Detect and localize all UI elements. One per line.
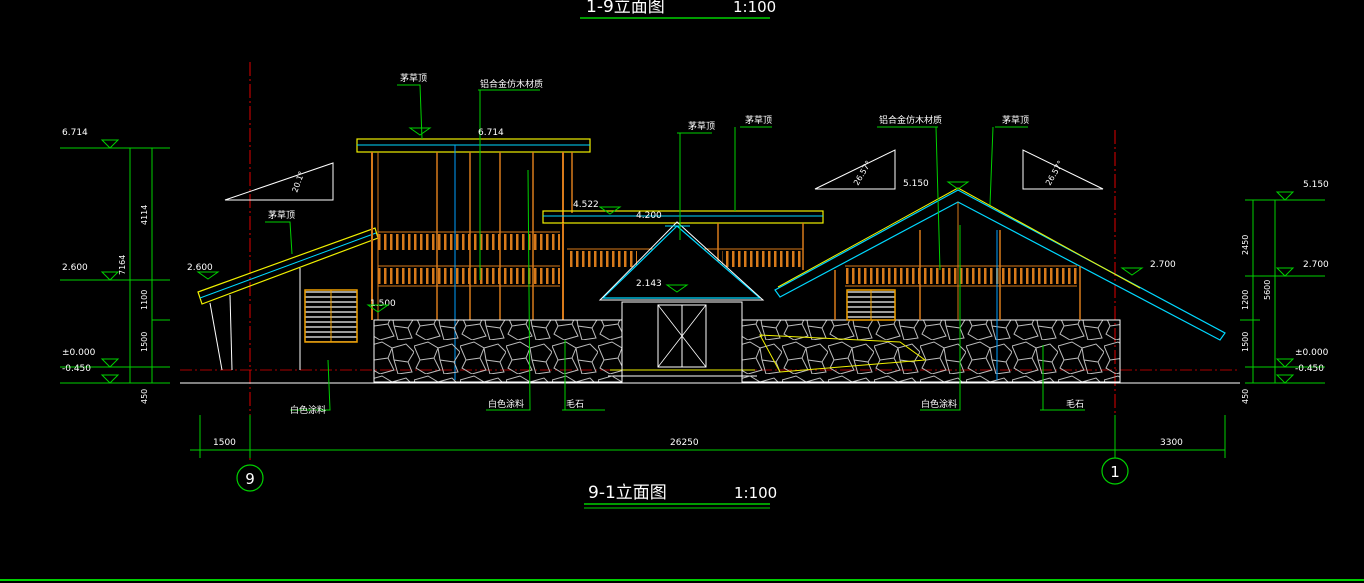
right-level-3: ±0.000 [1295,348,1329,358]
top-title-scale: 1:100 [733,0,776,16]
inner-level-3: 4.200 [636,211,662,221]
entrance-pavilion [598,221,765,377]
slope-label-2: 26.57° [852,159,873,187]
drawing-title-text: 9-1立面图 [588,483,667,503]
left-level-marks: 6.714 2.600 ±0.000 -0.450 4114 7164 1100… [60,128,170,404]
label-alu-2: 铝合金仿木材质 [879,114,942,126]
inner-level-2: 4.522 [573,200,599,210]
dim-middle: 26250 [670,438,699,448]
stone-plinth [373,319,1121,383]
label-white-paint-2: 白色涂料 [488,398,524,410]
inner-level-7: 5.150 [903,179,929,189]
left-vdim-2: 7164 [118,255,127,275]
annotations: 茅草顶 铝合金仿木材质 茅草顶 茅草顶 铝合金仿木材质 茅草顶 茅草顶 白色涂料… [268,72,1084,416]
slope-label-3: 26.57° [1044,159,1065,187]
left-level-4: -0.450 [62,364,91,374]
dim-right: 3300 [1160,438,1183,448]
horizontal-dimension: 1500 26250 3300 [190,415,1226,458]
label-thatch-5: 茅草顶 [268,209,295,221]
label-alu-1: 铝合金仿木材质 [480,78,543,90]
drawing-title: 9-1立面图 1:100 [584,483,777,509]
left-level-3: ±0.000 [62,348,96,358]
left-vdim-3: 1100 [140,290,149,310]
inner-level-8: 2.700 [1150,260,1176,270]
axis-lines [249,62,1116,460]
inner-level-5: 1.500 [370,299,396,309]
right-gable [774,187,1226,380]
slope-markers: 20.1° 26.57° 26.57° [224,149,1104,201]
left-level-2: 2.600 [62,263,88,273]
drawing-title-scale: 1:100 [734,484,777,502]
right-level-2: 2.700 [1303,260,1329,270]
leader-lines [265,84,1085,411]
label-thatch-3: 茅草顶 [745,114,772,126]
inner-level-4: 2.600 [187,263,213,273]
right-vdim-4: 1500 [1241,332,1250,352]
grid-bubble-right: 1 [1110,463,1120,481]
left-vdim-1: 4114 [140,205,149,225]
right-vdim-1: 2450 [1241,235,1250,255]
left-vdim-5: 450 [140,389,149,404]
slope-label-1: 20.1° [290,170,306,194]
inner-level-1: 6.714 [478,128,504,138]
right-level-4: -0.450 [1295,364,1324,374]
label-white-paint-3: 白色涂料 [921,398,957,410]
label-rubble-1: 毛石 [566,398,584,410]
dim-left: 1500 [213,438,236,448]
right-vdim-3: 1200 [1241,290,1250,310]
left-window [304,289,358,343]
label-thatch-1: 茅草顶 [400,72,427,84]
inner-levels: 6.714 4.522 4.200 2.600 1.500 2.143 5.15… [187,127,1176,313]
middle-section [542,210,824,320]
label-rubble-2: 毛石 [1066,398,1084,410]
left-vdim-4: 1500 [140,332,149,352]
right-level-marks: 5.150 2.700 ±0.000 -0.450 2450 5600 1200… [1240,180,1329,404]
top-title: 1-9立面图 1:100 [580,0,776,19]
right-vdim-2: 5600 [1263,280,1272,300]
left-level-1: 6.714 [62,128,88,138]
grid-bubbles: 9 1 [236,457,1129,492]
label-white-paint-1: 白色涂料 [290,404,326,416]
top-title-text: 1-9立面图 [586,0,665,17]
grid-bubble-left: 9 [245,470,255,488]
label-thatch-2: 茅草顶 [688,120,715,132]
label-thatch-4: 茅草顶 [1002,114,1029,126]
right-vdim-5: 450 [1241,389,1250,404]
right-level-1: 5.150 [1303,180,1329,190]
inner-level-6: 2.143 [636,279,662,289]
